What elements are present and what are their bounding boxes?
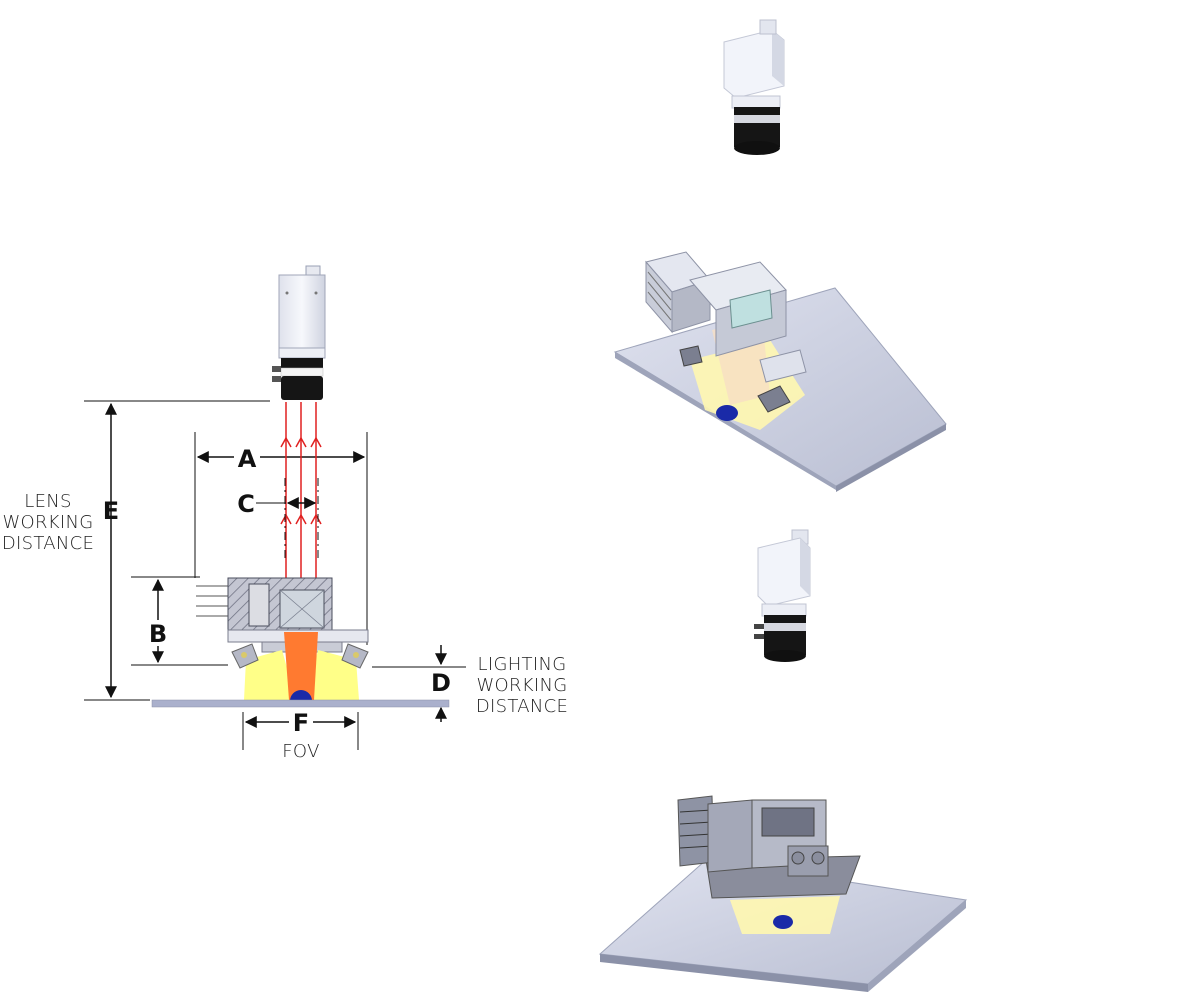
lens-wd-line-1: LENS: [24, 491, 72, 512]
lighting-working-distance-label: LIGHTING WORKING DISTANCE: [476, 654, 568, 717]
light-head-icon: [195, 577, 369, 653]
camera-render-top: [723, 19, 785, 155]
dimension-e: E: [84, 400, 270, 701]
light-head-render: [598, 795, 968, 992]
dimension-label-c: C: [237, 490, 255, 518]
dimension-label-a: A: [238, 445, 257, 473]
lens-wd-line-2: WORKING: [2, 512, 93, 533]
lens-working-distance-label: LENS WORKING DISTANCE: [2, 491, 94, 554]
dimension-f: F FOV: [242, 709, 359, 762]
dimension-label-e: E: [103, 497, 119, 525]
lighting-wd-line-1: LIGHTING: [478, 654, 567, 675]
dimension-a: A: [194, 432, 368, 645]
dimension-d: D: [372, 645, 466, 722]
dimension-c: C: [237, 478, 319, 560]
dimension-b: B: [131, 576, 228, 666]
camera-icon: [272, 265, 326, 400]
fov-label: FOV: [282, 741, 319, 762]
dimension-label-d: D: [431, 669, 451, 697]
schematic: E LENS WORKING DISTANCE A: [2, 265, 568, 762]
illumination: [231, 632, 369, 700]
camera-render-middle: [754, 529, 811, 662]
camera-light-assembly-icon: [613, 251, 947, 492]
lighting-wd-line-3: DISTANCE: [476, 696, 568, 717]
work-plate: [151, 690, 450, 708]
lens-wd-line-3: DISTANCE: [2, 533, 94, 554]
lighting-wd-line-2: WORKING: [476, 675, 567, 696]
dimension-label-f: F: [293, 709, 309, 737]
dimension-label-b: B: [149, 620, 167, 648]
